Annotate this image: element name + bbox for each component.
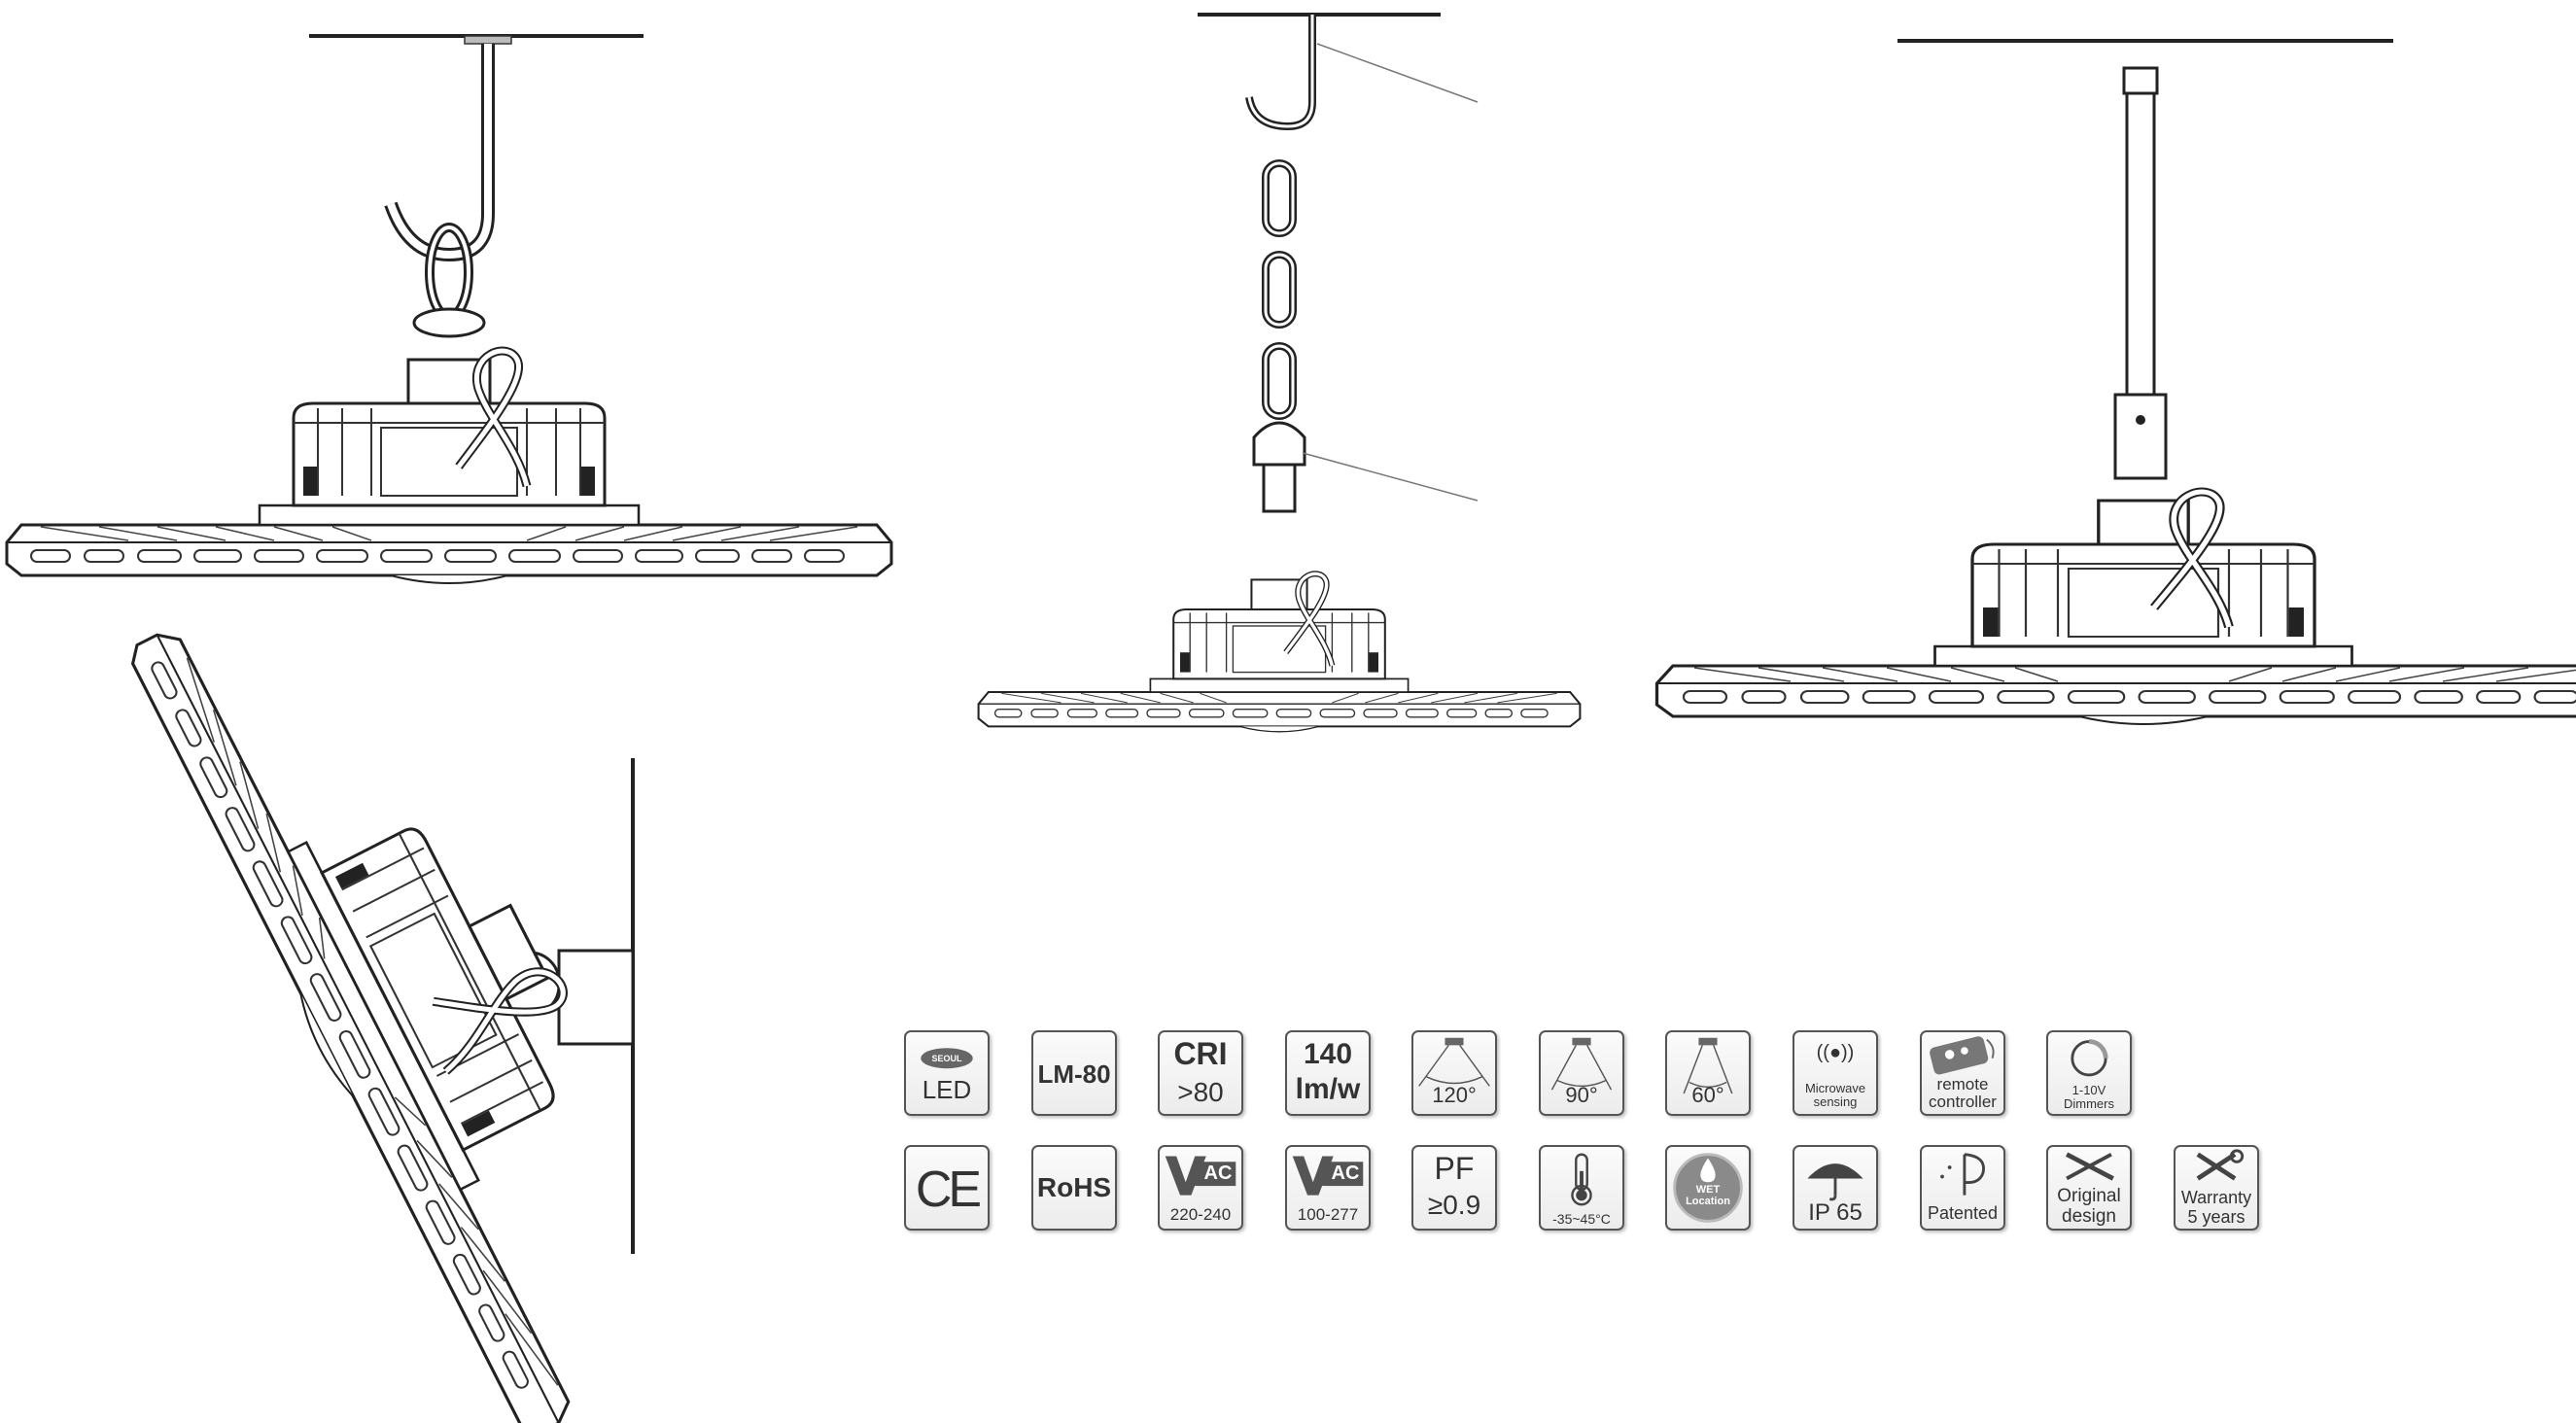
hook-mount-drawing: [7, 34, 891, 583]
rohs-icon: RoHS: [1031, 1145, 1117, 1231]
chain-mount-drawing: [979, 13, 1581, 732]
ip65-umbrella-icon: IP 65: [1793, 1145, 1878, 1231]
original-design-icon: Original design: [2046, 1145, 2132, 1231]
pipe-mount-drawing: [1657, 39, 2576, 724]
vac-220-icon: AC 220-240: [1158, 1145, 1243, 1231]
thermometer-icon: -35~45°C: [1539, 1145, 1624, 1231]
vac-100-icon: AC 100-277: [1285, 1145, 1371, 1231]
power-factor-icon: PF ≥0.9: [1411, 1145, 1497, 1231]
wall-mount-drawing: [119, 543, 738, 1423]
dimmer-icon: 1-10V Dimmers: [2046, 1030, 2132, 1116]
patented-icon: Patented: [1920, 1145, 2005, 1231]
beam-angle-90-icon: 90°: [1539, 1030, 1624, 1116]
ce-mark-icon: CE: [904, 1145, 990, 1231]
microwave-sensor-icon: ((●)) Microwave sensing: [1793, 1030, 1878, 1116]
lm80-icon: LM-80: [1031, 1030, 1117, 1116]
beam-angle-60-icon: 60°: [1665, 1030, 1751, 1116]
remote-controller-icon: remote controller: [1920, 1030, 2005, 1116]
warranty-icon: Warranty 5 years: [2174, 1145, 2259, 1231]
efficacy-icon: 140 lm/w: [1285, 1030, 1371, 1116]
wet-location-icon: WET Location: [1665, 1145, 1751, 1231]
beam-angle-120-icon: 120°: [1411, 1030, 1497, 1116]
cri-icon: CRI >80: [1158, 1030, 1243, 1116]
seoul-led-icon: SEOUL LED: [904, 1030, 990, 1116]
